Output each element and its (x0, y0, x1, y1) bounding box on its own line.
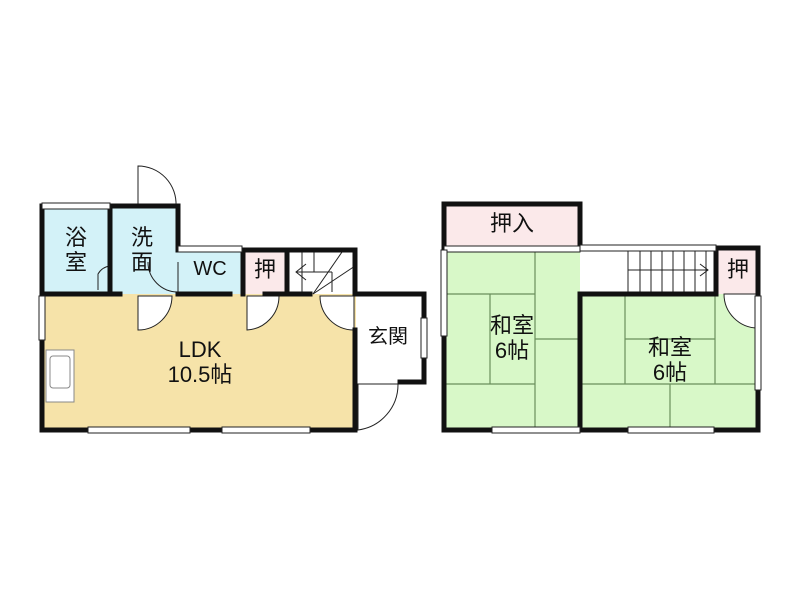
entrance-room (356, 294, 424, 382)
closet2-label: 押 (726, 257, 749, 282)
stairs-2-icon (582, 250, 716, 293)
ldk-door-1-icon (137, 295, 173, 331)
washroom (110, 206, 178, 294)
ldk-room (42, 294, 356, 428)
washroom-label: 洗 面 (130, 225, 153, 275)
washitsu2-label: 和室 6帖 (647, 335, 692, 385)
closet-room (245, 250, 285, 294)
door-swings (45, 165, 759, 431)
wc-room (178, 250, 242, 294)
tatami-lines-2 (582, 294, 758, 428)
tatami-lines-1 (444, 250, 580, 428)
oshiire-room (444, 204, 580, 248)
ldk-label: LDK 10.5帖 (167, 337, 233, 387)
entrance-door-icon (357, 383, 399, 431)
ldk-door-3-icon (319, 295, 355, 331)
oshiire-label: 押入 (489, 211, 534, 236)
ldk-door-2-icon (246, 295, 280, 331)
closet-label: 押 (253, 257, 276, 282)
washroom-outer-door-icon (137, 165, 177, 207)
walls (39, 201, 761, 433)
washitsu2-door-icon (723, 293, 759, 329)
wc-label: WC (193, 258, 227, 280)
bath-label: 浴 室 (64, 225, 87, 275)
windows (38, 202, 762, 434)
sink-icon (49, 355, 71, 389)
closet2-room (718, 248, 758, 294)
bath-room (42, 206, 110, 294)
stairs-floor2 (582, 248, 716, 294)
washitsu1-label: 和室 6帖 (489, 313, 534, 363)
stairs-1-icon (295, 251, 356, 295)
entrance-label: 玄関 (368, 326, 408, 348)
